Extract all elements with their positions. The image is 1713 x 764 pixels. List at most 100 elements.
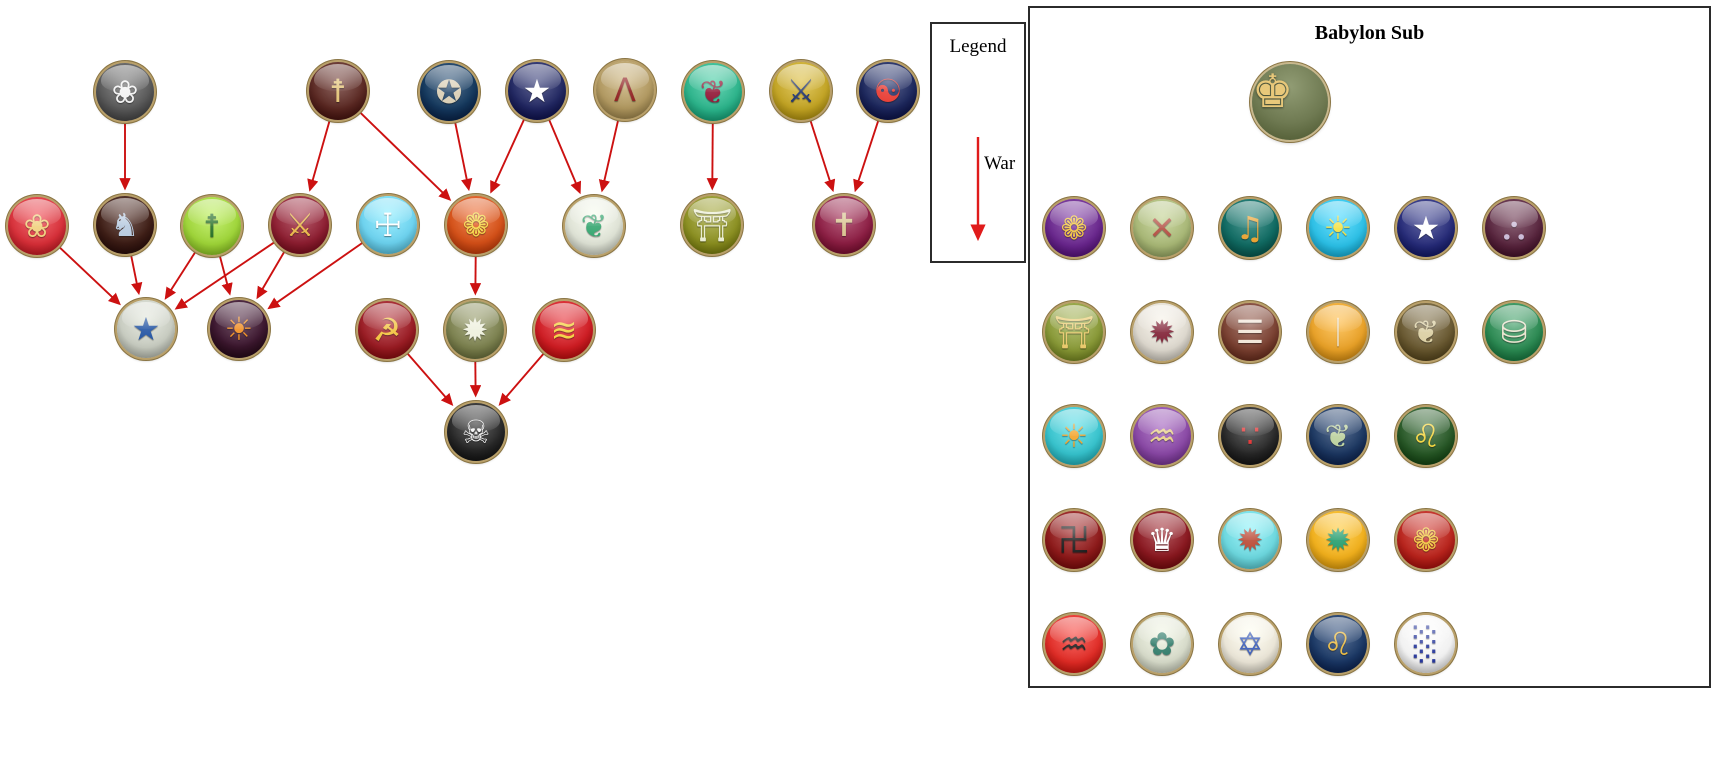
emblem-aztec-sun-glyph: ☀ (224, 310, 254, 348)
emblem-sun-wheel-cyan[interactable]: ✹ (1221, 511, 1279, 569)
war-arrow (498, 352, 545, 406)
emblem-horse-knight[interactable]: ♞ (96, 196, 154, 254)
emblem-dragon[interactable]: ❦ (684, 63, 742, 121)
emblem-star-navy[interactable]: ★ (508, 62, 566, 120)
emblem-portugal-glyph: ░ (1413, 625, 1439, 663)
emblem-blue-star-glyph: ★ (131, 310, 161, 348)
emblem-lion-blue-glyph: ♌ (1323, 625, 1353, 663)
war-arrow (406, 352, 454, 406)
emblem-rome-sun[interactable]: ❁ (447, 196, 505, 254)
emblem-ussr[interactable]: ☭ (358, 301, 416, 359)
emblem-lion-gold[interactable]: ⚔ (772, 62, 830, 120)
emblem-red-waves[interactable]: ≋ (535, 301, 593, 359)
emblem-ziggurat[interactable]: ⛬ (1485, 199, 1543, 257)
emblem-maya[interactable]: ❀ (96, 63, 154, 121)
emblem-x-cross[interactable]: ✕ (1133, 199, 1191, 257)
war-arrow (359, 111, 452, 201)
emblem-china-wreath[interactable]: ❁ (1397, 511, 1455, 569)
emblem-bison-glyph: ✪ (435, 73, 463, 111)
emblem-korea[interactable]: ☯ (859, 62, 917, 120)
war-arrow (218, 255, 233, 296)
emblem-blue-star[interactable]: ★ (117, 300, 175, 358)
emblem-peacock[interactable]: ❦ (1309, 407, 1367, 465)
emblem-rome-sun-glyph: ❁ (462, 206, 490, 244)
emblem-celtic-harp-glyph: ♫ (1235, 209, 1265, 247)
emblem-ziggurat-glyph: ⛬ (1502, 209, 1526, 247)
babylon-leader-portrait[interactable]: ♚ (1252, 64, 1328, 140)
war-arrow (598, 120, 620, 193)
emblem-albania-eagle-glyph: ♒ (1059, 625, 1089, 663)
emblem-philippine-sun-glyph: ☀ (1059, 417, 1089, 455)
emblem-ussr-glyph: ☭ (372, 311, 402, 349)
emblem-lion-crimson[interactable]: ⚔ (271, 196, 329, 254)
emblem-double-eagle-glyph: ♒ (1147, 417, 1177, 455)
emblem-germany-dark-glyph: 卍 (1057, 521, 1090, 559)
war-arrow (548, 119, 582, 195)
emblem-maple-red[interactable]: ❀ (8, 197, 66, 255)
emblem-philippine-sun[interactable]: ☀ (1045, 407, 1103, 465)
emblem-green-cross-glyph: ☨ (203, 207, 221, 245)
war-arrow (307, 120, 331, 192)
war-arrow (853, 120, 880, 193)
emblem-star-green[interactable]: ✹ (1309, 511, 1367, 569)
emblem-sparta-glyph: Λ (614, 71, 636, 109)
emblem-lion-green[interactable]: ♌ (1397, 407, 1455, 465)
war-arrow (809, 120, 836, 193)
emblem-star-navy-glyph: ★ (522, 72, 552, 110)
legend-war-label: War (984, 153, 1016, 174)
emblem-celts[interactable]: ☨ (309, 62, 367, 120)
emblem-torii[interactable]: ⛩ (1045, 303, 1103, 361)
emblem-eagle-egypt[interactable]: ᛁ (1309, 303, 1367, 361)
emblem-portugal[interactable]: ░ (1397, 615, 1455, 673)
emblem-star-of-david[interactable]: ✡ (1221, 615, 1279, 673)
emblem-elephant-glyph: ⛁ (1500, 313, 1528, 351)
emblem-burst-star[interactable]: ✹ (1133, 303, 1191, 361)
emblem-celts-glyph: ☨ (329, 72, 347, 110)
emblem-burst-star-glyph: ✹ (1148, 313, 1176, 351)
emblem-crown[interactable]: ♛ (1133, 511, 1191, 569)
emblem-hexagram-lines[interactable]: ☰ (1221, 303, 1279, 361)
emblem-inukshuk[interactable]: ☩ (359, 196, 417, 254)
emblem-olive-star-glyph: ✹ (461, 311, 489, 349)
emblem-rome-wreath[interactable]: ❁ (1045, 199, 1103, 257)
legend-title: Legend (949, 36, 1007, 57)
emblem-white-star-glyph: ★ (1411, 209, 1441, 247)
emblem-inukshuk-glyph: ☩ (373, 206, 403, 244)
emblem-pirates-glyph: ☠ (461, 413, 491, 451)
emblem-elephant[interactable]: ⛁ (1485, 303, 1543, 361)
emblem-double-eagle[interactable]: ♒ (1133, 407, 1191, 465)
emblem-olive-star[interactable]: ✹ (446, 301, 504, 359)
emblem-lion-blue[interactable]: ♌ (1309, 615, 1367, 673)
emblem-horse-knight-glyph: ♞ (110, 206, 140, 244)
emblem-ornament-gold-glyph: ❦ (1412, 313, 1440, 351)
emblem-aztec-sun[interactable]: ☀ (210, 300, 268, 358)
emblem-rome-wreath-glyph: ❁ (1060, 209, 1088, 247)
emblem-ornament-gold[interactable]: ❦ (1397, 303, 1455, 361)
emblem-albania-eagle[interactable]: ♒ (1045, 615, 1103, 673)
emblem-bison[interactable]: ✪ (420, 63, 478, 121)
legend-arrow-icon (970, 137, 986, 242)
emblem-gate-olive[interactable]: ⛩ (683, 196, 741, 254)
emblem-three-dots-glyph: ∵ (1239, 417, 1261, 455)
emblem-white-star[interactable]: ★ (1397, 199, 1455, 257)
emblem-dragon-glyph: ❦ (699, 73, 727, 111)
panel-title: Babylon Sub (1314, 22, 1425, 44)
emblem-pirates[interactable]: ☠ (447, 403, 505, 461)
emblem-cross-maroon[interactable]: ✝ (815, 196, 873, 254)
emblem-three-dots[interactable]: ∵ (1221, 407, 1279, 465)
emblem-green-beast[interactable]: ❦ (565, 197, 623, 255)
emblem-lion-gold-glyph: ⚔ (786, 72, 816, 110)
emblem-cross-maroon-glyph: ✝ (830, 206, 858, 244)
emblem-green-cross[interactable]: ☨ (183, 197, 241, 255)
emblem-red-waves-glyph: ≋ (550, 311, 578, 349)
emblem-maya-glyph: ❀ (111, 73, 139, 111)
emblem-sparta[interactable]: Λ (596, 61, 654, 119)
emblem-sun-face[interactable]: ☀ (1309, 199, 1367, 257)
emblem-china-wreath-glyph: ❁ (1412, 521, 1440, 559)
emblem-torii-glyph: ⛩ (1053, 313, 1095, 351)
emblem-germany-dark[interactable]: 卍 (1045, 511, 1103, 569)
emblem-celtic-knot[interactable]: ✿ (1133, 615, 1191, 673)
emblem-celtic-harp[interactable]: ♫ (1221, 199, 1279, 257)
emblem-celtic-knot-glyph: ✿ (1148, 625, 1176, 663)
